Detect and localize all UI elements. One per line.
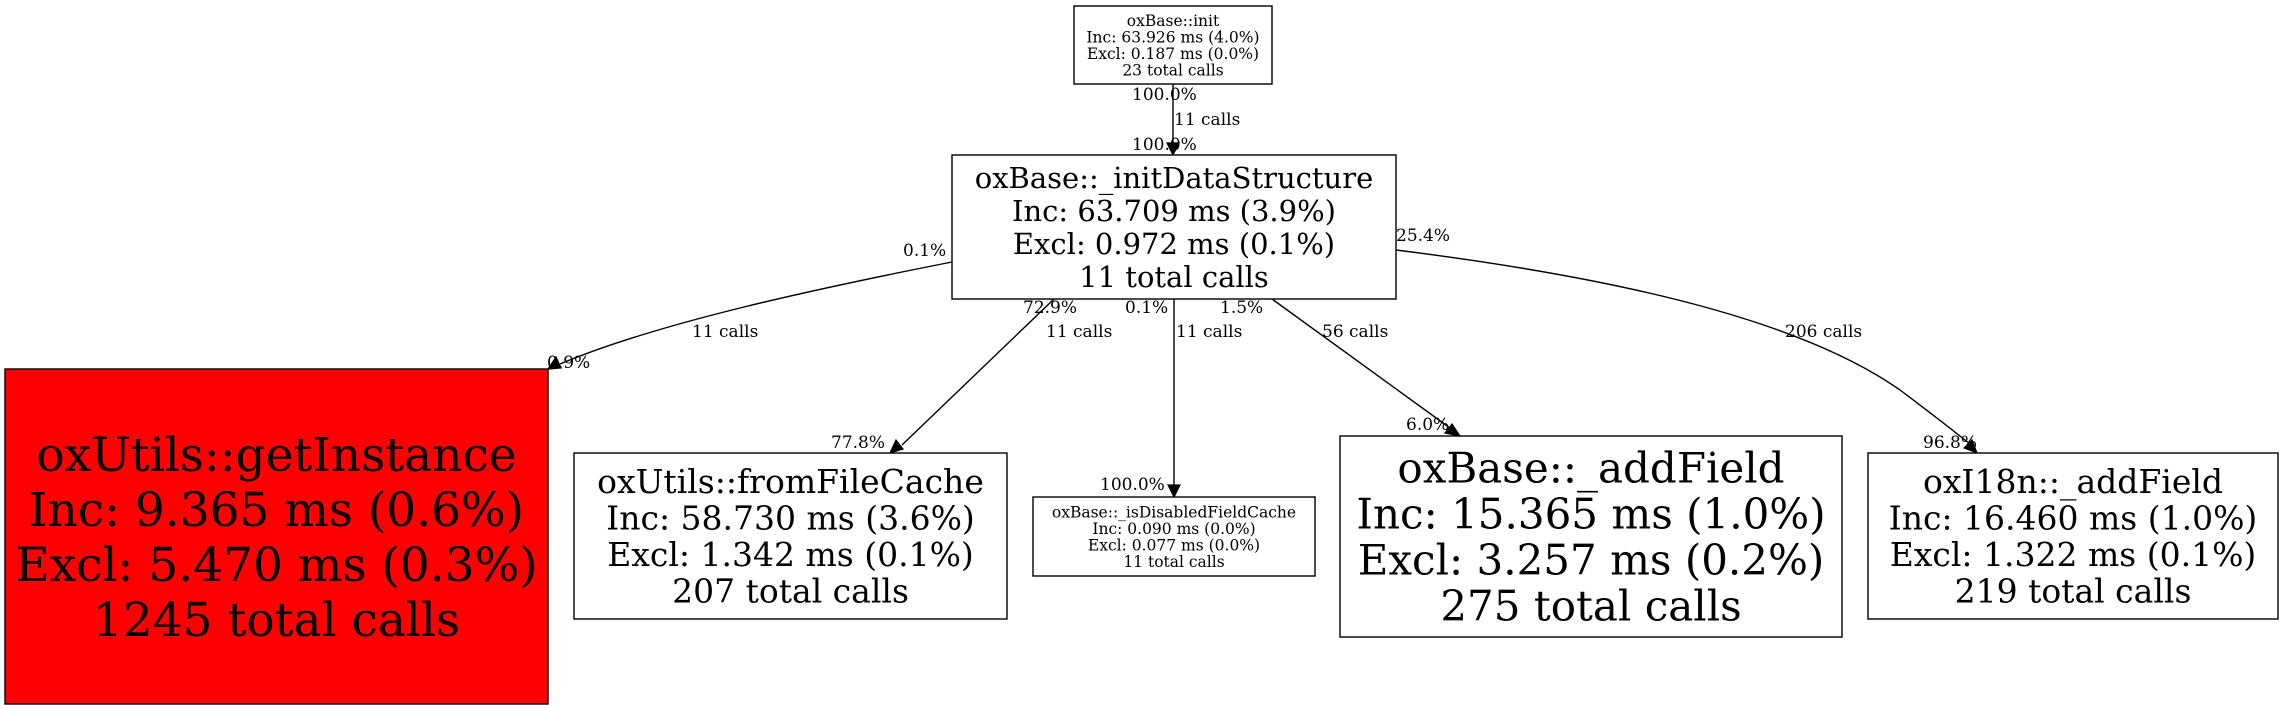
node-inc: Inc: 58.730 ms (3.6%) [606,499,975,538]
node-excl: Excl: 5.470 ms (0.3%) [15,538,537,593]
node-calls: 207 total calls [672,572,909,611]
node-box [1073,5,1273,85]
node-box [951,154,1397,300]
edge-calls-label: 11 calls [692,322,758,342]
edge-tail-percent: 0.1% [903,241,946,261]
node-box [1867,452,2279,620]
node-title: oxBase::_isDisabledFieldCache [1052,503,1296,521]
node-box [4,368,549,705]
edge-initDataStructure-to-fromFileCache: 11 calls 72.9% 77.8% [831,298,1112,454]
arrowhead-icon [1167,484,1181,499]
node-calls: 11 total calls [1079,260,1269,294]
node-inc: Inc: 9.365 ms (0.6%) [29,483,524,538]
edge-initDataStructure-to-isDisabledFieldCache: 11 calls 0.1% 100.0% [1100,298,1242,499]
node-inc: Inc: 63.926 ms (4.0%) [1086,28,1259,46]
edge-tail-percent: 0.1% [1125,298,1168,318]
edge-line [559,261,953,365]
edge-init-to-initDataStructure: 11 calls 100.0% 100.0% [1132,84,1240,157]
edge-line [1395,249,1971,445]
node-title: oxUtils::getInstance [36,428,516,483]
node-inc: Inc: 63.709 ms (3.9%) [1012,194,1336,228]
node-excl: Excl: 0.077 ms (0.0%) [1088,536,1260,554]
node-box [1032,496,1316,577]
edge-line [1271,298,1451,429]
node-title: oxUtils::fromFileCache [597,462,984,501]
edge-line [901,298,1055,446]
arrowhead-icon [888,438,905,454]
arrowhead-icon [546,355,562,370]
edge-calls-label: 11 calls [1176,322,1242,342]
edge-head-percent: 6.0% [1406,415,1449,435]
node-excl: Excl: 0.187 ms (0.0%) [1087,45,1259,63]
edge-head-percent: 77.8% [831,433,885,453]
node-title: oxBase::_initDataStructure [975,161,1374,196]
arrowhead-icon [1962,438,1979,455]
node-calls: 1245 total calls [93,593,460,648]
edge-head-percent: 0.9% [547,353,590,373]
node-excl: Excl: 1.342 ms (0.1%) [607,535,974,574]
node-inc: Inc: 16.460 ms (1.0%) [1889,499,2258,538]
node-excl: Excl: 3.257 ms (0.2%) [1358,536,1825,585]
edge-tail-percent: 72.9% [1023,298,1077,318]
node-calls: 11 total calls [1123,553,1224,571]
node-inc: Inc: 0.090 ms (0.0%) [1092,520,1255,538]
node-box [1339,435,1843,638]
node-title: oxBase::init [1127,12,1220,30]
edge-initDataStructure-to-i18nAddField: 206 calls 25.4% 96.8% [1395,226,1979,455]
arrowhead-icon [1166,142,1180,157]
node-calls: 275 total calls [1440,582,1741,631]
node-box [573,452,1008,620]
edge-tail-percent: 1.5% [1220,298,1263,318]
edge-head-percent: 100.0% [1132,135,1197,155]
node-calls: 23 total calls [1122,61,1223,79]
edge-calls-label: 206 calls [1785,322,1862,342]
edge-initDataStructure-to-getInstance: 11 calls 0.1% 0.9% [546,241,953,373]
node-inc: Inc: 15.365 ms (1.0%) [1356,490,1825,539]
node-excl: Excl: 0.972 ms (0.1%) [1013,227,1335,261]
edge-calls-label: 11 calls [1174,110,1240,130]
edge-initDataStructure-to-addField: 56 calls 1.5% 6.0% [1220,298,1462,437]
node-title: oxBase::_addField [1397,444,1784,493]
edge-head-percent: 100.0% [1100,475,1165,495]
node-title: oxI18n::_addField [1923,462,2223,502]
edge-calls-label: 56 calls [1322,322,1388,342]
edge-tail-percent: 100.0% [1132,85,1197,105]
edge-tail-percent: 25.4% [1396,226,1450,246]
edge-head-percent: 96.8% [1923,433,1977,453]
arrowhead-icon [1443,422,1462,437]
node-calls: 219 total calls [1955,572,2192,611]
edge-calls-label: 11 calls [1046,322,1112,342]
node-excl: Excl: 1.322 ms (0.1%) [1890,535,2257,574]
